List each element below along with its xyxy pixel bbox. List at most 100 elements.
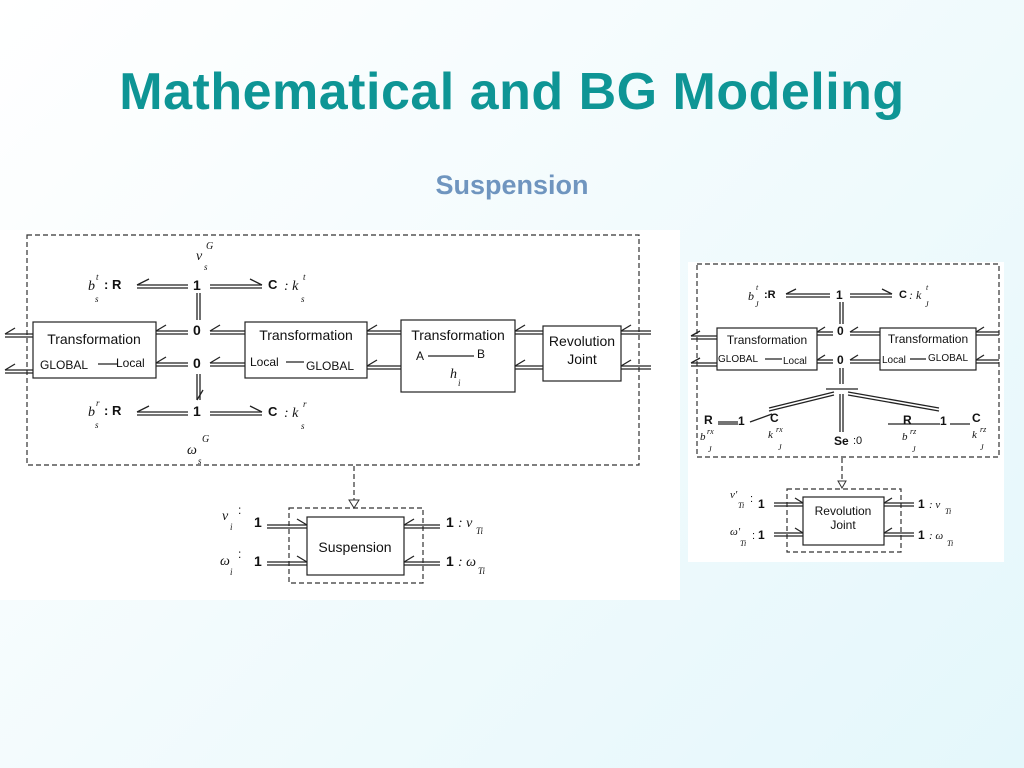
suspension-dashed-frame — [288, 507, 424, 584]
outer-dashed-frame — [26, 234, 640, 466]
r-top-r-sym: b — [748, 289, 754, 303]
transformation-3-sym: h — [450, 367, 457, 382]
r-transformation-1-left: GLOBAL — [718, 354, 758, 365]
r-out-v-sym: : v — [929, 499, 940, 511]
top-c-sub: s — [301, 294, 305, 304]
transformation-box-1 — [32, 321, 157, 379]
r-revolution-joint-line1: Revolution — [815, 504, 872, 518]
r-transformation-box-2 — [879, 327, 977, 371]
top-c-sup: t — [303, 272, 306, 282]
top-r-sub: s — [95, 294, 99, 304]
susp-out-v-sym: : v — [458, 516, 473, 531]
susp-in-v-colon: : — [238, 503, 241, 517]
r-junction-1-l: 1 — [738, 414, 745, 428]
susp-out-v-one: 1 — [446, 514, 454, 530]
r-rz-r-sub: J — [912, 445, 916, 454]
r-top-c-sup: t — [926, 283, 929, 292]
r-rz-c-elem: C — [972, 411, 981, 425]
r-in-v-sym: v' — [730, 489, 738, 501]
bot-w-sub: s — [198, 456, 202, 466]
r-out-w-sub: Ti — [947, 539, 953, 548]
top-v-sub: s — [204, 262, 208, 272]
slide-subtitle: Suspension — [435, 170, 589, 200]
junction-1-top: 1 — [193, 277, 201, 293]
transformation-1-right: Local — [116, 356, 145, 370]
slide-title: Mathematical and BG Modeling — [119, 63, 905, 121]
left-diagram-panel: Transformation GLOBAL Local Transformati… — [0, 230, 680, 600]
r-revolution-bonds — [774, 497, 914, 537]
top-v-sup: G — [206, 241, 213, 252]
bot-c-sup: r — [303, 399, 307, 409]
susp-in-w-sym: ω — [220, 554, 230, 569]
transformation-3-sub: i — [458, 378, 461, 388]
susp-in-w-one: 1 — [254, 553, 262, 569]
transformation-2-right: GLOBAL — [306, 359, 354, 373]
bot-c-sub: s — [301, 421, 305, 431]
r-in-v-sub: Ti — [738, 501, 744, 510]
bot-w-sup: G — [202, 434, 209, 445]
r-transformation-2-right: GLOBAL — [928, 353, 968, 364]
r-revolution-dashed-frame — [786, 488, 902, 553]
transformation-2-left: Local — [250, 355, 279, 369]
r-transformation-box-1 — [716, 327, 818, 371]
susp-in-w-sub: i — [230, 567, 233, 577]
top-c-sym: : k — [284, 279, 299, 294]
r-top-c-sym: : k — [909, 288, 922, 302]
bot-r-sym: b — [88, 405, 95, 420]
r-in-w-colon: : — [752, 530, 755, 542]
top-r-elem: : R — [104, 277, 122, 292]
r-rx-c-elem: C — [770, 411, 779, 425]
left-bonds — [4, 278, 651, 416]
r-out-v-sub: Ti — [945, 507, 951, 516]
r-in-w-sym: ω' — [730, 526, 741, 538]
r-transformation-2-left: Local — [882, 355, 906, 366]
suspension-label: Suspension — [318, 539, 391, 555]
r-junction-0-b: 0 — [837, 353, 844, 367]
r-rx-c-sym: k — [768, 429, 774, 441]
suspension-bonds — [267, 518, 440, 566]
revolution-joint-box — [542, 325, 622, 382]
revolution-joint-line2: Joint — [567, 351, 597, 367]
susp-in-v-sub: i — [230, 522, 233, 532]
r-rz-c-sub: J — [980, 443, 984, 452]
bot-w-sym: ω — [187, 443, 197, 458]
r-junction-1-r: 1 — [940, 414, 947, 428]
r-transformation-2-title: Transformation — [888, 332, 968, 346]
bot-r-sup: r — [96, 398, 100, 408]
bot-c-elem: C — [268, 404, 278, 419]
junction-0-a: 0 — [193, 322, 201, 338]
r-rz-r-sym: b — [902, 431, 908, 443]
bot-r-sub: s — [95, 420, 99, 430]
bot-r-elem: : R — [104, 403, 122, 418]
junction-1-bottom: 1 — [193, 403, 201, 419]
suspension-box — [306, 516, 405, 576]
r-top-c-elem: C — [899, 289, 907, 301]
bot-c-sym: : k — [284, 406, 299, 421]
transformation-3-title: Transformation — [411, 327, 505, 343]
r-rx-r-elem: R — [704, 413, 713, 427]
susp-out-w-sub: Ti — [478, 566, 486, 576]
revolution-joint-line1: Revolution — [549, 333, 615, 349]
r-in-v-one: 1 — [758, 497, 765, 511]
r-in-w-one: 1 — [758, 528, 765, 542]
top-c-elem: C — [268, 277, 278, 292]
r-out-w-one: 1 — [918, 528, 925, 542]
top-v-sym: v — [196, 249, 203, 264]
r-revolution-joint-box — [802, 496, 885, 546]
r-top-r-sub: J — [755, 300, 759, 309]
right-bonds — [690, 288, 999, 432]
top-r-sup: t — [96, 272, 99, 282]
susp-in-v-sym: v — [222, 509, 229, 524]
r-rz-c-sym: k — [972, 429, 978, 441]
junction-0-b: 0 — [193, 355, 201, 371]
r-in-v-colon: : — [750, 493, 753, 505]
susp-out-w-one: 1 — [446, 553, 454, 569]
susp-out-v-sub: Ti — [476, 526, 484, 536]
susp-out-w-sym: : ω — [458, 555, 476, 570]
r-rx-r-sup: rx — [707, 427, 714, 436]
r-rx-c-sub: J — [778, 443, 782, 452]
susp-in-v-one: 1 — [254, 514, 262, 530]
transformation-2-title: Transformation — [259, 327, 353, 343]
r-revolution-joint-line2: Joint — [830, 518, 856, 532]
r-rz-r-elem: R — [903, 413, 912, 427]
